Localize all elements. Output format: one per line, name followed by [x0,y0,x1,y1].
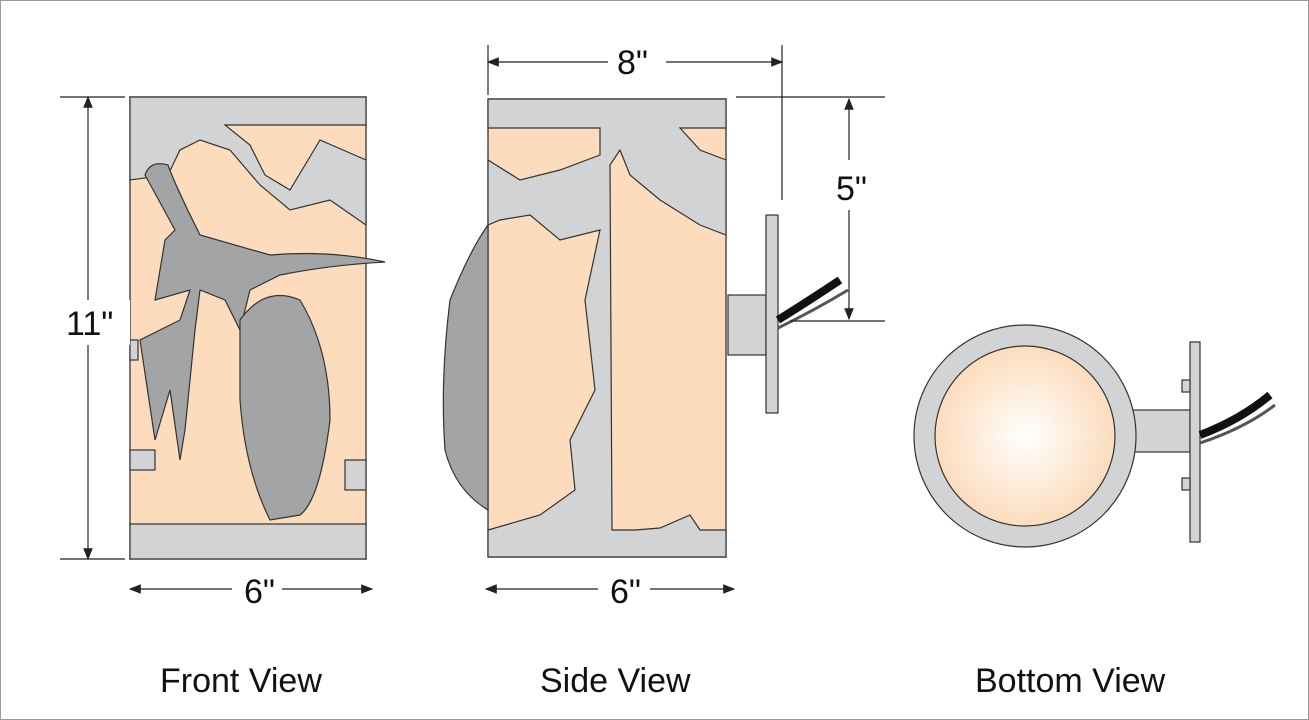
pinecone-side [442,223,489,512]
side-depth-dimension: 8" [617,44,648,82]
pinecone-front [239,294,331,521]
mount-height-dimension: 5" [836,170,867,208]
side-width-dimension: 6" [610,573,641,611]
front-view-label: Front View [160,662,322,700]
front-height-dimension: 11" [66,305,113,343]
tree-band-side [487,98,727,558]
antler-front [139,163,386,461]
front-width-dimension: 6" [244,573,275,611]
side-view: 8" 5" 6" Side View [442,42,885,700]
glass-diffuser [934,345,1116,527]
bottom-view: Bottom View [913,324,1276,700]
front-view: 11" 6" Front View [60,95,386,700]
side-view-label: Side View [540,662,691,700]
bottom-view-label: Bottom View [975,662,1166,700]
mountain-band-front [129,96,367,227]
